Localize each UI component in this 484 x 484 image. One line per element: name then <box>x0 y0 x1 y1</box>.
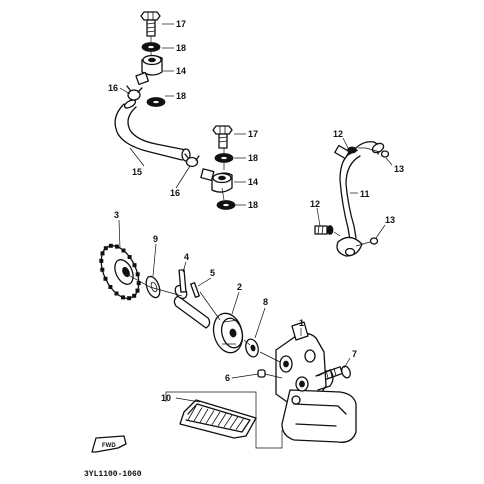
gear-tooth <box>127 296 132 301</box>
callout-3: 3 <box>114 210 119 220</box>
forward-direction-icon: FWD <box>91 435 127 453</box>
oil-hose <box>114 103 183 161</box>
callout-6: 6 <box>225 373 230 383</box>
callout-9: 9 <box>153 234 158 244</box>
callout-12-upper: 12 <box>333 129 343 139</box>
pump-drive-gear <box>99 243 141 301</box>
hose-clip-lower <box>184 153 200 168</box>
gear-tooth <box>103 276 108 281</box>
callout-5: 5 <box>210 268 215 278</box>
thrust-washer <box>145 275 161 299</box>
callout-13-upper: 13 <box>394 164 404 174</box>
callout-18-second: 18 <box>176 91 186 101</box>
drawing-code: 3YL1100-1060 <box>84 470 142 479</box>
gear-tooth <box>108 243 113 248</box>
gear-tooth <box>121 248 126 253</box>
gear-tooth <box>108 285 113 289</box>
oil-delivery-pipe-assembly <box>314 141 390 257</box>
callout-17-upper: 17 <box>176 19 186 29</box>
callout-16-upper: 16 <box>108 83 118 93</box>
callout-14-upper: 14 <box>176 66 186 76</box>
gear-tooth <box>136 281 141 286</box>
oil-line-assembly <box>114 11 236 210</box>
callout-11: 11 <box>360 189 370 199</box>
gear-tooth <box>132 263 137 268</box>
union-bolt-upper <box>140 11 161 37</box>
gear-tooth <box>132 293 137 298</box>
callout-16-lower: 16 <box>170 188 180 198</box>
gear-tooth <box>121 295 125 300</box>
callout-14-lower: 14 <box>248 177 258 187</box>
callout-12-lower: 12 <box>310 199 320 209</box>
callout-10: 10 <box>161 393 171 403</box>
callout-13-lower: 13 <box>385 215 395 225</box>
sealing-washer <box>245 338 259 358</box>
o-ring <box>380 150 390 158</box>
gear-tooth <box>127 255 132 259</box>
callout-7: 7 <box>352 349 357 359</box>
gear-tooth <box>99 258 104 263</box>
banjo-union-upper <box>135 54 163 86</box>
pipe-bolt-upper <box>334 144 359 160</box>
fwd-label: FWD <box>102 443 116 449</box>
gear-tooth <box>100 267 105 272</box>
hose-clip-upper <box>126 85 143 101</box>
callout-15: 15 <box>132 167 142 177</box>
callout-18-upper: 18 <box>176 43 186 53</box>
gear-tooth <box>114 291 119 296</box>
callout-1: 1 <box>299 318 304 328</box>
gear-tooth <box>135 272 140 277</box>
callout-2: 2 <box>237 282 242 292</box>
gear-teeth <box>99 243 141 301</box>
pipe-bolt-lower <box>314 225 334 235</box>
locating-dowel <box>257 369 266 378</box>
callout-17-lower: 17 <box>248 129 258 139</box>
callout-numbers: 17 18 14 16 18 17 18 14 18 16 15 12 13 1… <box>108 19 404 403</box>
callout-8: 8 <box>263 297 268 307</box>
callout-18-third: 18 <box>248 153 258 163</box>
gear-tooth <box>103 246 108 251</box>
dowel-pin <box>190 282 200 298</box>
banjo-union-lower <box>200 168 233 193</box>
oil-strainer-screen <box>179 399 257 439</box>
callout-4: 4 <box>184 252 189 262</box>
pump-rotor <box>212 312 244 354</box>
o-ring <box>369 237 379 245</box>
oil-pump-body <box>275 321 357 443</box>
pump-drive-shaft <box>173 269 211 329</box>
gear-tooth <box>115 244 119 249</box>
gear-tooth <box>100 251 105 256</box>
callout-18-fourth: 18 <box>248 200 258 210</box>
callout-leaders <box>118 23 393 403</box>
union-bolt-lower <box>212 125 233 149</box>
gear-tooth <box>135 288 140 293</box>
strainer-mesh <box>187 405 245 430</box>
assembly-guide-lines <box>122 36 381 449</box>
